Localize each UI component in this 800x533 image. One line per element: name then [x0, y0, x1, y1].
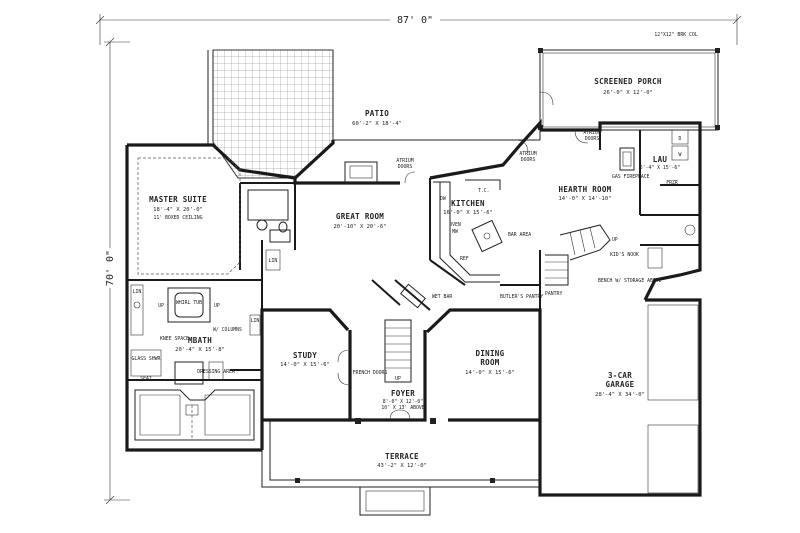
kitchen: KITCHEN 16'-0" X 15'-6" OVEN MW REF BAR … [433, 179, 531, 283]
whirl-tub-label: WHIRL TUB [176, 300, 202, 306]
study: STUDY 14'-0" X 15'-6" FRENCH DOORS [280, 349, 388, 386]
rear-staircase: UP [545, 224, 618, 286]
screened-porch: 12"X12" BRK COL SCREENED PORCH 26'-0" X … [538, 32, 720, 131]
hearth-atrium-label: ATRIUM [583, 130, 600, 136]
overall-depth-dimension: 70' 0" [103, 37, 130, 505]
foyer-above-note: 10' X 13' ABOVE [381, 405, 424, 411]
great-room-atrium-label: ATRIUM [396, 158, 413, 164]
master-suite-label: MASTER SUITE [149, 195, 207, 204]
seat-label: SEAT [140, 376, 152, 382]
dressing-area-label: DRESSING AREA [197, 369, 235, 375]
foyer-label: FOYER [391, 389, 415, 398]
interior-walls [127, 130, 700, 420]
dining-room-label-2: ROOM [480, 358, 499, 367]
glass-shower-label: GLASS SHWR [132, 356, 161, 362]
tub-step-up-left: UP [158, 303, 164, 309]
dryer-label: D [679, 136, 682, 142]
wet-bar: WET BAR [400, 283, 452, 309]
study-label: STUDY [293, 351, 317, 360]
kitchen-doors-label: DOORS [521, 157, 536, 163]
rear-stair-up-label: UP [612, 237, 618, 243]
dishwasher-label: DW [440, 196, 446, 202]
knee-space-label: KNEE SPACE [160, 336, 189, 342]
patio-dims: 60'-2" X 18'-4" [352, 121, 402, 127]
tub-step-up-right: UP [214, 303, 220, 309]
master-suite: MASTER SUITE 18'-4" X 20'-0" 11' BOXED C… [137, 157, 241, 275]
oven-label: OVEN [449, 222, 461, 228]
wet-bar-label: WET BAR [432, 294, 452, 300]
screened-porch-dims: 26'-0" X 12'-0" [603, 90, 653, 96]
great-room: GREAT ROOM 20'-10" X 20'-6" ATRIUM DOORS [334, 158, 416, 230]
mbath-label: MBATH [188, 336, 212, 345]
hearth-room: HEARTH ROOM 14'-0" X 14'-10" GAS FIREPLA… [559, 147, 650, 202]
screened-porch-label: SCREENED PORCH [594, 77, 662, 86]
master-suite-dims: 18'-4" X 20'-0" [153, 207, 203, 213]
master-bath: WHIRL TUB UP UP LIN LIN KNEE SPACE W/ CO… [130, 284, 261, 385]
washer-label: W [679, 152, 682, 158]
overall-depth-label: 70' 0" [105, 250, 116, 286]
overall-width-dimension: 87' 0" [95, 13, 742, 45]
laundry-label: LAU [653, 155, 668, 164]
hearth-room-label: HEARTH ROOM [559, 185, 612, 194]
mbath-dims: 20'-4" X 15'-8" [175, 347, 225, 353]
terrace: TERRACE 43'-2" X 12'-0" [261, 418, 540, 516]
garage-label-2: GARAGE [606, 380, 635, 389]
laundry-dims: 6'-4" X 15'-6" [640, 165, 681, 171]
hearth-doors-label: DOORS [585, 136, 600, 142]
kids-nook-label: KID'S NOOK [610, 252, 639, 258]
garage: 3-CAR GARAGE 28'-4" X 34'-0" [595, 300, 701, 494]
foyer-stair-up-label: UP [395, 376, 401, 382]
garage-label: 3-CAR [608, 371, 632, 380]
hearth-room-dims: 14'-0" X 14'-10" [559, 196, 612, 202]
terrace-label: TERRACE [385, 452, 419, 461]
pantry-label: PANTRY [545, 291, 562, 297]
great-room-dims: 20'-10" X 20'-6" [334, 224, 387, 230]
walk-in-closet [134, 389, 255, 441]
kitchen-atrium-label: ATRIUM [519, 151, 536, 157]
bar-area-label: BAR AREA [508, 232, 531, 238]
trash-compactor-label: T.C. [478, 188, 490, 194]
bench-storage-label: BENCH W/ STORAGE ABOVE [598, 278, 662, 284]
linen-closet-label: LIN [269, 258, 278, 264]
study-dims: 14'-0" X 15'-6" [280, 362, 330, 368]
dining-room-label: DINING [476, 349, 505, 358]
ref-label: REF [460, 256, 469, 262]
garage-dims: 28'-4" X 34'-0" [595, 392, 645, 398]
dining-room: DINING ROOM 14'-0" X 15'-6" [465, 349, 515, 376]
gas-fireplace-label: GAS FIREPLACE [612, 174, 650, 180]
foyer-dims: 8'-0" X 12'-0" [383, 399, 424, 405]
butlers-pantry-label: BUTLER'S PANTRY [500, 294, 543, 300]
atrium-doors-upper: ATRIUM DOORS ATRIUM DOORS [514, 129, 601, 163]
columns-label: W/ COLUMNS [213, 327, 242, 333]
mbath-linen-right-label: LIN [251, 318, 260, 324]
laundry: D W LAU 6'-4" X 15'-6" FRZR [640, 129, 696, 269]
great-room-label: GREAT ROOM [336, 212, 384, 221]
french-doors-label: FRENCH DOORS [353, 370, 388, 376]
freezer-label: FRZR [666, 180, 678, 186]
terrace-dims: 43'-2" X 12'-0" [377, 463, 427, 469]
brick-column-note: 12"X12" BRK COL [654, 32, 697, 38]
kitchen-dims: 16'-0" X 15'-6" [443, 210, 493, 216]
kitchen-label: KITCHEN [451, 199, 485, 208]
dining-room-dims: 14'-0" X 15'-6" [465, 370, 515, 376]
patio-label: PATIO [365, 109, 389, 118]
great-room-doors-label: DOORS [398, 164, 413, 170]
mbath-linen-label: LIN [133, 289, 142, 295]
master-suite-ceiling-note: 11' BOXED CEILING [153, 215, 202, 221]
master-closets: LIN [247, 189, 291, 271]
overall-width-label: 87' 0" [397, 15, 433, 26]
microwave-label: MW [452, 229, 458, 235]
foyer: UP FOYER 8'-0" X 12'-0" 10' X 13' ABOVE [381, 319, 425, 421]
